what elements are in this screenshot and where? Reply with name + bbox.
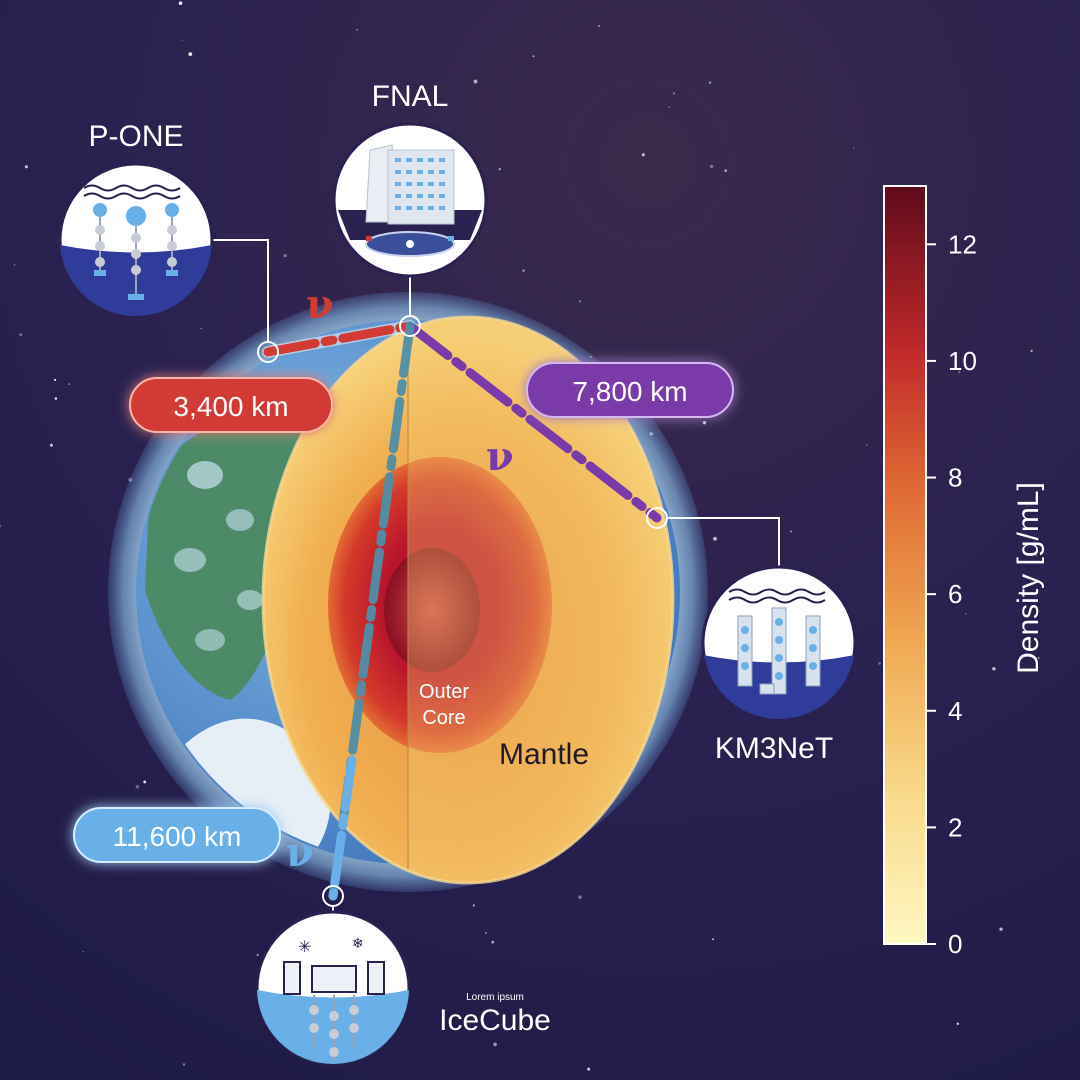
label-icecube-small: Lorem ipsum <box>466 992 524 1003</box>
colorbar-tick-label: 8 <box>948 463 962 493</box>
colorbar-gradient <box>883 185 927 945</box>
cloud <box>195 629 225 651</box>
leader-km3net <box>667 517 780 567</box>
star <box>484 931 488 935</box>
neutrino-symbol-pone: ν <box>306 281 334 328</box>
star <box>473 79 478 84</box>
colorbar-tick-label: 2 <box>948 812 962 842</box>
cloud <box>226 509 254 531</box>
star <box>1030 349 1033 353</box>
star <box>999 927 1003 931</box>
star <box>68 383 71 386</box>
snowflake-icon: ❄ <box>352 936 364 952</box>
svg-text:3,400 km: 3,400 km <box>173 391 288 422</box>
star <box>710 164 714 168</box>
star <box>135 785 140 789</box>
badge-km3net <box>701 565 857 721</box>
star <box>256 953 259 957</box>
star <box>724 169 728 172</box>
colorbar-ticks: 0 2 4 6 8 10 12 <box>926 229 977 959</box>
star <box>19 333 23 337</box>
label-fnal: FNAL <box>372 80 449 113</box>
svg-text:7,800 km: 7,800 km <box>572 376 687 407</box>
star <box>958 371 961 373</box>
snowflake-icon: ✳ <box>298 937 311 956</box>
star <box>702 421 707 425</box>
star <box>188 52 193 57</box>
star <box>992 667 996 671</box>
cloud <box>237 590 263 610</box>
label-km3net: KM3NeT <box>715 732 833 765</box>
star <box>866 444 868 446</box>
star <box>0 524 2 528</box>
star <box>143 780 147 784</box>
colorbar-tick-label: 10 <box>948 346 977 376</box>
cloud <box>187 461 223 489</box>
svg-text:11,600 km: 11,600 km <box>113 821 242 852</box>
star <box>182 1063 186 1066</box>
baseline-pill-pone: 3,400 km <box>129 377 333 433</box>
colorbar-label: Density [g/mL] <box>1012 482 1045 674</box>
star <box>578 300 581 303</box>
badge-pone <box>58 162 214 318</box>
density-colorbar: 0 2 4 6 8 10 12 Density [g/mL] <box>883 185 1045 959</box>
baseline-pill-icecube: 11,600 km <box>73 807 281 863</box>
neutrino-symbol-icecube: ν <box>286 829 314 876</box>
star <box>708 81 712 84</box>
colorbar-tick-label: 4 <box>948 696 962 726</box>
star <box>356 29 358 31</box>
star <box>13 264 16 266</box>
neutrino-symbol-km3net: ν <box>486 433 514 480</box>
star <box>668 106 670 109</box>
star <box>578 895 582 899</box>
star <box>491 940 495 944</box>
star <box>964 613 967 615</box>
star <box>178 1 183 5</box>
star <box>597 24 600 28</box>
colorbar-tick-label: 0 <box>948 929 962 959</box>
route-km3net <box>405 321 662 523</box>
star <box>713 536 717 541</box>
star <box>522 269 525 272</box>
star <box>54 397 58 400</box>
star <box>641 153 645 157</box>
baseline-pill-km3net: 7,800 km <box>526 362 734 418</box>
outer-core-label-2: Core <box>422 707 465 729</box>
star <box>878 662 881 665</box>
colorbar-tick-label: 12 <box>948 229 977 259</box>
star <box>1035 554 1037 557</box>
star <box>472 904 476 907</box>
label-pone: P-ONE <box>88 120 183 153</box>
star <box>532 55 535 58</box>
star <box>24 165 28 169</box>
star <box>283 253 287 258</box>
star <box>82 950 85 953</box>
route-icecube <box>328 321 415 901</box>
star <box>956 1022 959 1025</box>
star <box>181 39 183 42</box>
badge-fnal <box>332 122 488 278</box>
star <box>498 167 502 171</box>
star <box>672 92 676 95</box>
star <box>1037 656 1040 659</box>
mantle-label: Mantle <box>499 738 589 771</box>
star <box>54 378 57 381</box>
star <box>200 327 202 330</box>
star <box>852 146 855 149</box>
star <box>790 530 792 533</box>
star <box>49 443 54 447</box>
route-pone <box>262 320 416 358</box>
star <box>493 1042 497 1047</box>
star <box>712 938 715 941</box>
label-icecube: IceCube <box>439 1004 551 1037</box>
badge-icecube: ✳ ❄ <box>255 910 411 1066</box>
star <box>587 1067 591 1071</box>
leader-pone <box>212 239 269 342</box>
cloud <box>174 548 206 572</box>
outer-core-label: Outer <box>419 681 469 703</box>
colorbar-tick-label: 6 <box>948 579 962 609</box>
